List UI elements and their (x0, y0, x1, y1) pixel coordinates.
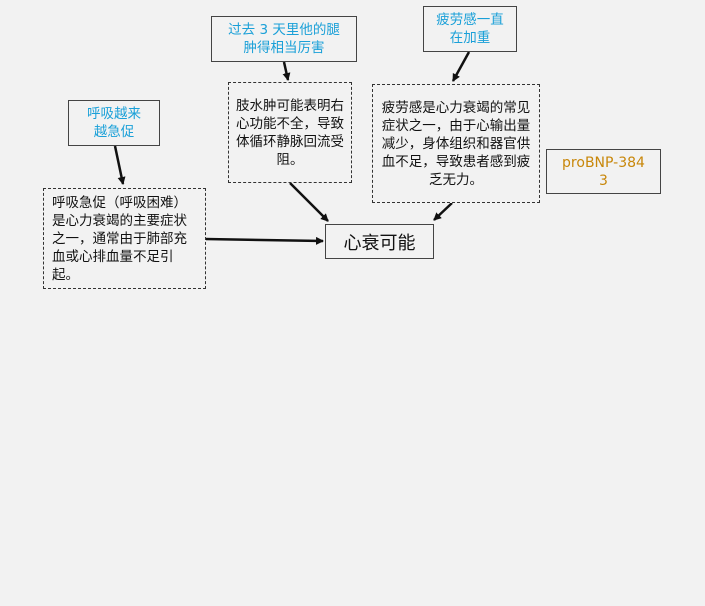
arrow-fatigue-symptom (451, 51, 471, 82)
symptom-fatigue: 疲劳感一直在加重 (423, 6, 517, 52)
symptom-text: 呼吸越来越急促 (87, 106, 141, 140)
center-diagnosis: 心衰可能 (325, 224, 434, 259)
symptom-breathlessness: 呼吸越来越急促 (68, 100, 160, 146)
explanation-edema: 肢水肿可能表明右心功能不全，导致体循环静脉回流受阻。 (228, 82, 352, 183)
lab-text: proBNP-3843 (562, 154, 645, 189)
lab-probnp: proBNP-3843 (546, 149, 661, 194)
explanation-fatigue: 疲劳感是心力衰竭的常见症状之一，由于心输出量减少，身体组织和器官供血不足，导致患… (372, 84, 540, 203)
arrow-breath-explanation (204, 236, 324, 245)
symptom-text: 疲劳感一直在加重 (436, 12, 504, 46)
arrow-fatigue-explanation (433, 202, 453, 221)
symptom-text: 过去 3 天里他的腿肿得相当厉害 (228, 22, 340, 56)
arrow-edema-symptom (282, 61, 291, 81)
explanation-text: 疲劳感是心力衰竭的常见症状之一，由于心输出量减少，身体组织和器官供血不足，导致患… (381, 99, 531, 188)
explanation-breathlessness: 呼吸急促（呼吸困难）是心力衰竭的主要症状之一，通常由于肺部充血或心排血量不足引起… (43, 188, 206, 289)
arrow-breath-symptom (113, 145, 126, 185)
explanation-text: 肢水肿可能表明右心功能不全，导致体循环静脉回流受阻。 (236, 97, 344, 168)
symptom-edema: 过去 3 天里他的腿肿得相当厉害 (211, 16, 357, 62)
center-text: 心衰可能 (343, 232, 416, 254)
arrow-edema-explanation (289, 182, 329, 222)
explanation-text: 呼吸急促（呼吸困难）是心力衰竭的主要症状之一，通常由于肺部充血或心排血量不足引起… (52, 194, 187, 283)
